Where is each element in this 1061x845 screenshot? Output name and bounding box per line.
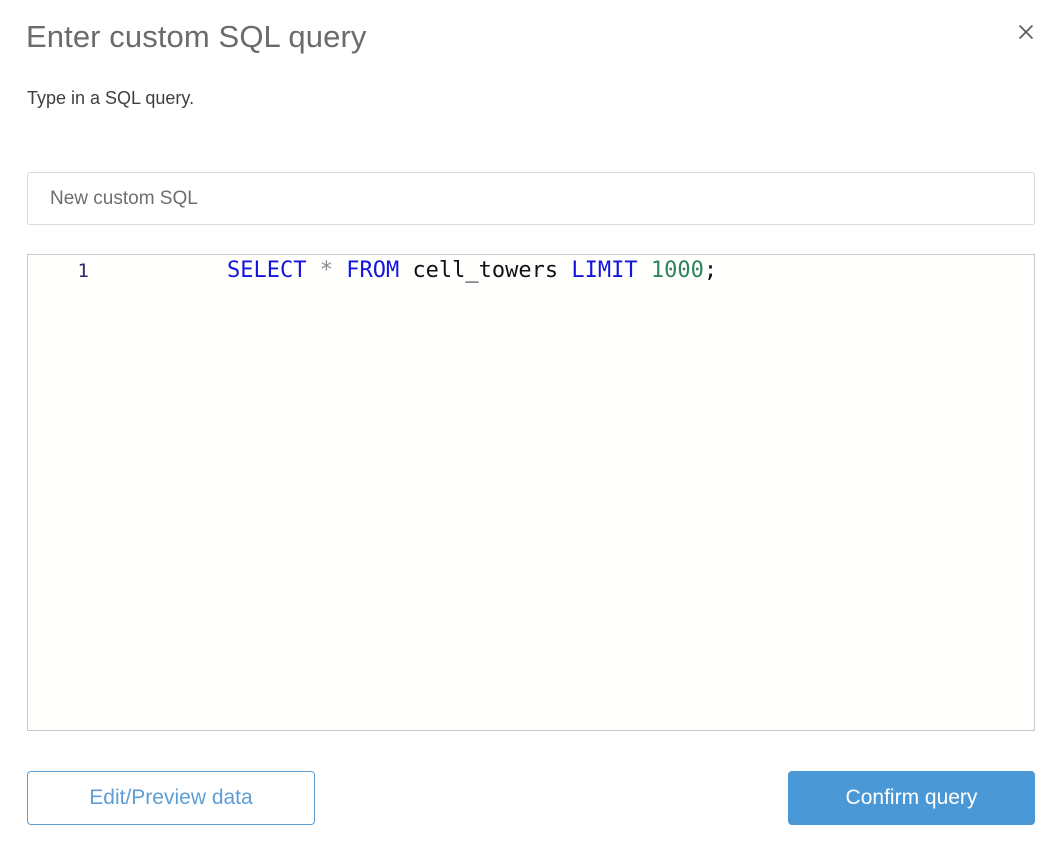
- sql-space: [306, 258, 319, 283]
- sql-token-semicolon: ;: [703, 258, 718, 283]
- close-button[interactable]: [1008, 14, 1044, 50]
- editor-line: 1 SELECT * FROM cell_towers LIMIT 1000;: [28, 255, 1034, 287]
- confirm-query-button[interactable]: Confirm query: [788, 771, 1035, 825]
- sql-space: [333, 258, 346, 283]
- sql-token-limit: LIMIT: [571, 258, 638, 283]
- sql-token-number: 1000: [650, 258, 704, 283]
- query-name-input[interactable]: [27, 172, 1035, 225]
- sql-space: [638, 258, 651, 283]
- sql-editor[interactable]: 1 SELECT * FROM cell_towers LIMIT 1000;: [27, 254, 1035, 731]
- sql-token-select: SELECT: [226, 258, 307, 283]
- dialog-subtitle: Type in a SQL query.: [27, 88, 195, 108]
- sql-token-from: FROM: [346, 258, 400, 283]
- sql-token-star: *: [319, 258, 333, 283]
- sql-code-line: SELECT * FROM cell_towers LIMIT 1000;: [89, 255, 718, 319]
- dialog-header: Enter custom SQL query: [0, 0, 1061, 72]
- page-title: Enter custom SQL query: [26, 19, 367, 54]
- line-number: 1: [77, 260, 89, 282]
- close-icon: [1016, 22, 1036, 42]
- edit-preview-data-button[interactable]: Edit/Preview data: [27, 771, 315, 825]
- sql-space: [558, 258, 571, 283]
- sql-token-table: cell_towers: [412, 258, 559, 283]
- sql-space: [399, 258, 412, 283]
